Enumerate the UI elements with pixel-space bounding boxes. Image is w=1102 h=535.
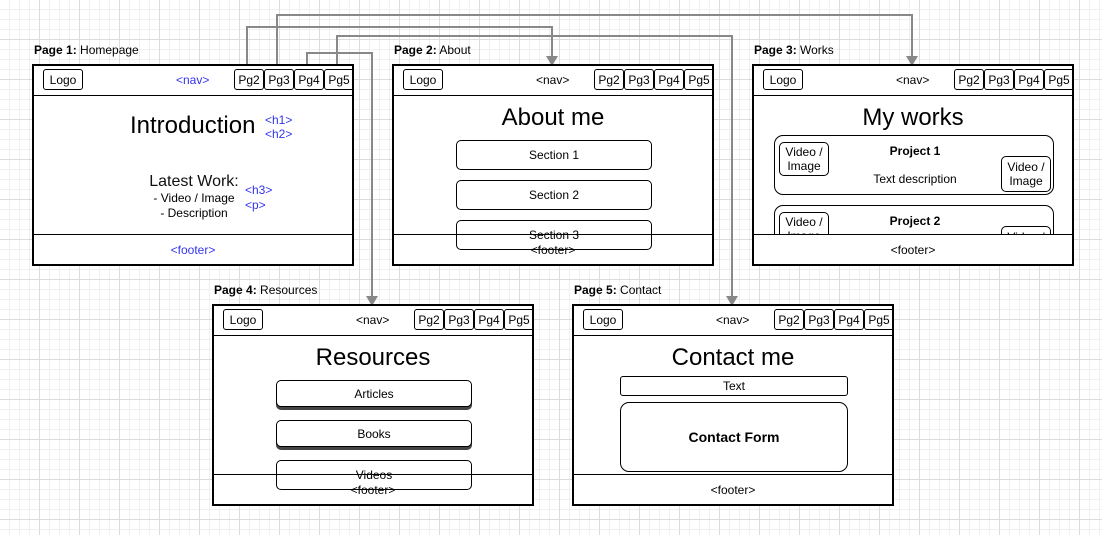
page3-works-wireframe: Logo <nav> Pg2 Pg3 Pg4 Pg5 My works Vide… (752, 64, 1074, 266)
page5-contact-wireframe: Logo <nav> Pg2 Pg3 Pg4 Pg5 Contact me Te… (572, 304, 894, 506)
h1-tag: <h1> (265, 113, 293, 127)
page3-pg5-button: Pg5 (1044, 69, 1072, 90)
page3-project-2-name: Project 2 (889, 214, 941, 228)
page3-footer: <footer> (754, 234, 1072, 264)
page2-pg4-button: Pg4 (654, 69, 684, 90)
page2-section-1: Section 1 (456, 140, 652, 170)
page1-pg3-button: Pg3 (264, 69, 294, 90)
page1-pg5-button: Pg5 (324, 69, 352, 90)
page5-footer: <footer> (574, 474, 892, 504)
page4-books: Books (276, 420, 472, 447)
page2-title: About me (501, 104, 605, 131)
page3-project-1-description: Text description (873, 172, 957, 186)
page1-pg4-button: Pg4 (294, 69, 324, 90)
h3-tag: <h3> (245, 183, 273, 197)
page5-logo: Logo (583, 309, 623, 330)
page2-about-wireframe: Logo <nav> Pg2 Pg3 Pg4 Pg5 About me Sect… (392, 64, 714, 266)
page4-title: Resources (315, 344, 431, 371)
page2-label: Page 2: About (394, 43, 471, 57)
page3-title: My works (862, 104, 964, 131)
page5-text-box: Text (620, 376, 848, 396)
page1-title-tags: <h1> <h2> (265, 113, 292, 141)
page1-label: Page 1: Homepage (34, 43, 139, 57)
page2-pg3-button: Pg3 (624, 69, 654, 90)
page4-videos: Videos (276, 460, 472, 490)
page2-logo: Logo (403, 69, 443, 90)
page4-logo: Logo (223, 309, 263, 330)
page4-nav-tag: <nav> (356, 313, 390, 327)
arrow-pg3-to-works (276, 14, 913, 67)
page3-logo: Logo (763, 69, 803, 90)
page4-pg5-button: Pg5 (504, 309, 532, 330)
page4-footer: <footer> (214, 474, 532, 504)
page2-section-3: Section 3 (456, 220, 652, 250)
page2-pg2-button: Pg2 (594, 69, 624, 90)
p-tag: <p> (245, 198, 266, 212)
page1-subheading: Latest Work: (149, 173, 239, 190)
page3-label: Page 3: Works (754, 43, 834, 57)
page1-nav-bar: Logo <nav> Pg2 Pg3 Pg4 Pg5 (34, 66, 352, 96)
page3-project-1-media-right: Video / Image (1001, 156, 1051, 192)
page5-label: Page 5: Contact (574, 283, 662, 297)
page1-sub-tags: <h3> <p> (245, 183, 272, 213)
page5-contact-form: Contact Form (620, 402, 848, 472)
page2-nav-tag: <nav> (536, 73, 570, 87)
page5-pg4-button: Pg4 (834, 309, 864, 330)
page3-project-1-card: Video / Image Project 1 Text description… (774, 135, 1054, 195)
page4-nav-bar: Logo <nav> Pg2 Pg3 Pg4 Pg5 (214, 306, 532, 336)
page3-pg3-button: Pg3 (984, 69, 1014, 90)
page5-title: Contact me (671, 344, 795, 371)
page1-nav-tag: <nav> (176, 73, 210, 87)
page5-pg5-button: Pg5 (864, 309, 892, 330)
page4-pg4-button: Pg4 (474, 309, 504, 330)
page5-pg3-button: Pg3 (804, 309, 834, 330)
page4-pg2-button: Pg2 (414, 309, 444, 330)
page3-pg2-button: Pg2 (954, 69, 984, 90)
page3-pg4-button: Pg4 (1014, 69, 1044, 90)
page4-pg3-button: Pg3 (444, 309, 474, 330)
page1-logo: Logo (43, 69, 83, 90)
h2-tag: <h2> (265, 127, 293, 141)
page2-section-2: Section 2 (456, 180, 652, 210)
page3-nav-tag: <nav> (896, 73, 930, 87)
page1-pg2-button: Pg2 (234, 69, 264, 90)
page4-label: Page 4: Resources (214, 283, 318, 297)
page2-pg5-button: Pg5 (684, 69, 712, 90)
page1-homepage-wireframe: Logo <nav> Pg2 Pg3 Pg4 Pg5 Introduction … (32, 64, 354, 266)
page4-articles: Articles (276, 380, 472, 407)
page2-footer: <footer> (394, 234, 712, 264)
page1-footer: <footer> (34, 234, 352, 264)
page3-project-1-name: Project 1 (889, 144, 941, 158)
page3-nav-bar: Logo <nav> Pg2 Pg3 Pg4 Pg5 (754, 66, 1072, 96)
page1-latest-work: Latest Work: - Video / Image - Descripti… (134, 173, 254, 221)
page1-item-2: - Description (160, 206, 228, 220)
page5-nav-bar: Logo <nav> Pg2 Pg3 Pg4 Pg5 (574, 306, 892, 336)
page4-resources-wireframe: Logo <nav> Pg2 Pg3 Pg4 Pg5 Resources Art… (212, 304, 534, 506)
page5-pg2-button: Pg2 (774, 309, 804, 330)
page5-nav-tag: <nav> (716, 313, 750, 327)
page2-nav-bar: Logo <nav> Pg2 Pg3 Pg4 Pg5 (394, 66, 712, 96)
page1-title: Introduction (130, 112, 256, 139)
page3-project-1-media-left: Video / Image (779, 142, 829, 176)
page1-item-1: - Video / Image (153, 191, 235, 205)
